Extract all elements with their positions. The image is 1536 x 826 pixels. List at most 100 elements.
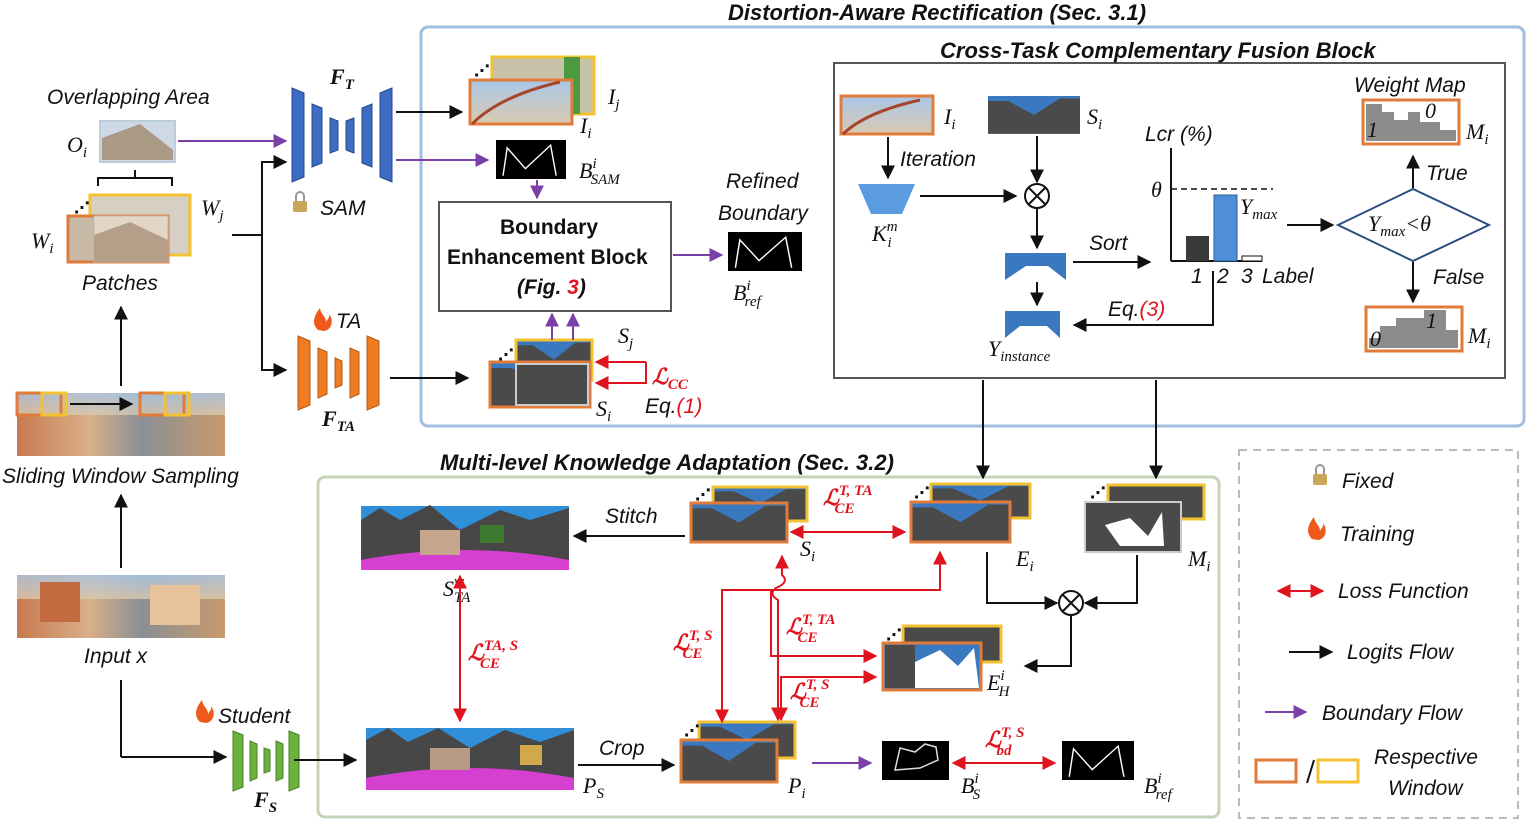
lock-icon [293,191,307,212]
false-label: False [1433,266,1484,289]
ctcf-panel [833,62,1506,379]
svg-text:0: 0 [1425,98,1436,123]
patches-image: ⋰ [66,193,192,264]
svg-text:⋰: ⋰ [684,723,700,740]
mka-ei-label: Ei [1015,546,1034,575]
overlap-image [99,120,176,163]
ij-label: Ij [607,84,620,113]
patches-label: Patches [82,272,158,295]
input-label: Input x [84,645,149,668]
svg-text:⋰: ⋰ [498,347,514,364]
mka-ei-pair: ⋰ [909,482,1032,544]
sam-label: SAM [320,197,366,220]
fused-mask [1005,253,1066,280]
fire-icon [1308,517,1326,540]
mi-label-top: Mi [1465,119,1489,148]
mka-mi-label: Mi [1187,546,1211,575]
stitch-label: Stitch [605,505,658,528]
eq3-label: Eq.(3) [1108,298,1165,321]
student-pred-map [366,728,574,790]
label-axis-label: Label [1262,265,1315,288]
weight-map-bottom: 0 1 [1364,305,1464,353]
refined-label-1: Refined [726,170,800,193]
weight-map-label: Weight Map [1354,74,1466,97]
svg-text:⋰: ⋰ [886,627,902,644]
bar-label-2: 2 [1216,265,1229,288]
svg-text:0: 0 [1370,326,1381,351]
overlap-label: Overlapping Area [47,86,210,109]
fire-icon [196,700,214,723]
ta-encoder [297,335,380,411]
sliding-window-label: Sliding Window Sampling [2,465,239,488]
svg-text:⋰: ⋰ [74,200,90,217]
ctcf-ii-label: Ii [943,104,956,133]
svg-text:⋰: ⋰ [914,485,930,502]
dar-panel [419,25,1526,428]
bar-label-3: 3 [1241,265,1253,288]
sta-label: SwTA [443,574,471,606]
true-label: True [1426,162,1468,185]
mka-bref-map [1061,740,1135,781]
legend: Fixed Training Loss Function Logits Flow… [1254,464,1478,800]
ctcf-title: Cross-Task Complementary Fusion Block [940,38,1377,63]
fire-icon [314,308,332,331]
decision-label: Ymax<θ [1368,211,1431,240]
beb-line1: Boundary [500,216,598,239]
mka-mi-pair: ⋰ [1084,483,1206,553]
eq1-label: Eq.(1) [645,395,702,418]
mi-label-bottom: Mi [1467,323,1491,352]
legend-respective-2: Window [1388,777,1464,800]
ii-label: Ii [579,113,592,142]
ft-label: FT [329,64,355,93]
mka-pi-label: Pi [787,773,806,802]
wj-label: Wj [201,195,224,224]
student-encoder [232,730,300,792]
ta-label: TA [336,310,361,333]
image-pair-ij: ⋰ [468,55,596,126]
input-image [17,575,225,638]
seg-pair-si-sj: ⋰ [488,338,594,409]
kim-mask [858,184,915,214]
bsam-map [495,139,567,180]
svg-text:1: 1 [1367,117,1378,142]
lcc-label: ℒCC [652,364,689,393]
legend-loss: Loss Function [1338,580,1469,603]
legend-fixed: Fixed [1342,470,1395,493]
svg-text:⋰: ⋰ [695,487,711,504]
bref-map [727,231,803,272]
bar-2 [1213,194,1238,262]
stitched-ta-map [361,505,569,570]
student-label: Student [218,705,292,728]
legend-training: Training [1340,523,1415,546]
sliding-window-image [15,391,225,456]
fs-label: FS [253,787,277,816]
legend-panel [1238,449,1519,819]
yinst-label: Yinstance [988,336,1051,365]
multiply-icon [1058,590,1084,616]
bar-1 [1186,236,1209,261]
si-label: Si [596,396,611,425]
beb-line3: (Fig. 3) [517,276,586,299]
ymax-label: Ymax [1240,194,1278,223]
mka-si-pair: ⋰ [689,485,809,544]
boundary-enhancement-block [438,201,672,312]
multiply-icon [1024,183,1050,209]
beb-line2: Enhancement Block [447,246,648,269]
bar-label-1: 1 [1191,265,1203,288]
lock-icon [1313,464,1327,485]
theta-label: θ [1151,177,1162,202]
instance-mask [1005,311,1060,338]
legend-respective-1: Respective [1374,746,1478,769]
legend-boundary: Boundary Flow [1322,702,1464,725]
decision-diamond [1335,187,1492,263]
